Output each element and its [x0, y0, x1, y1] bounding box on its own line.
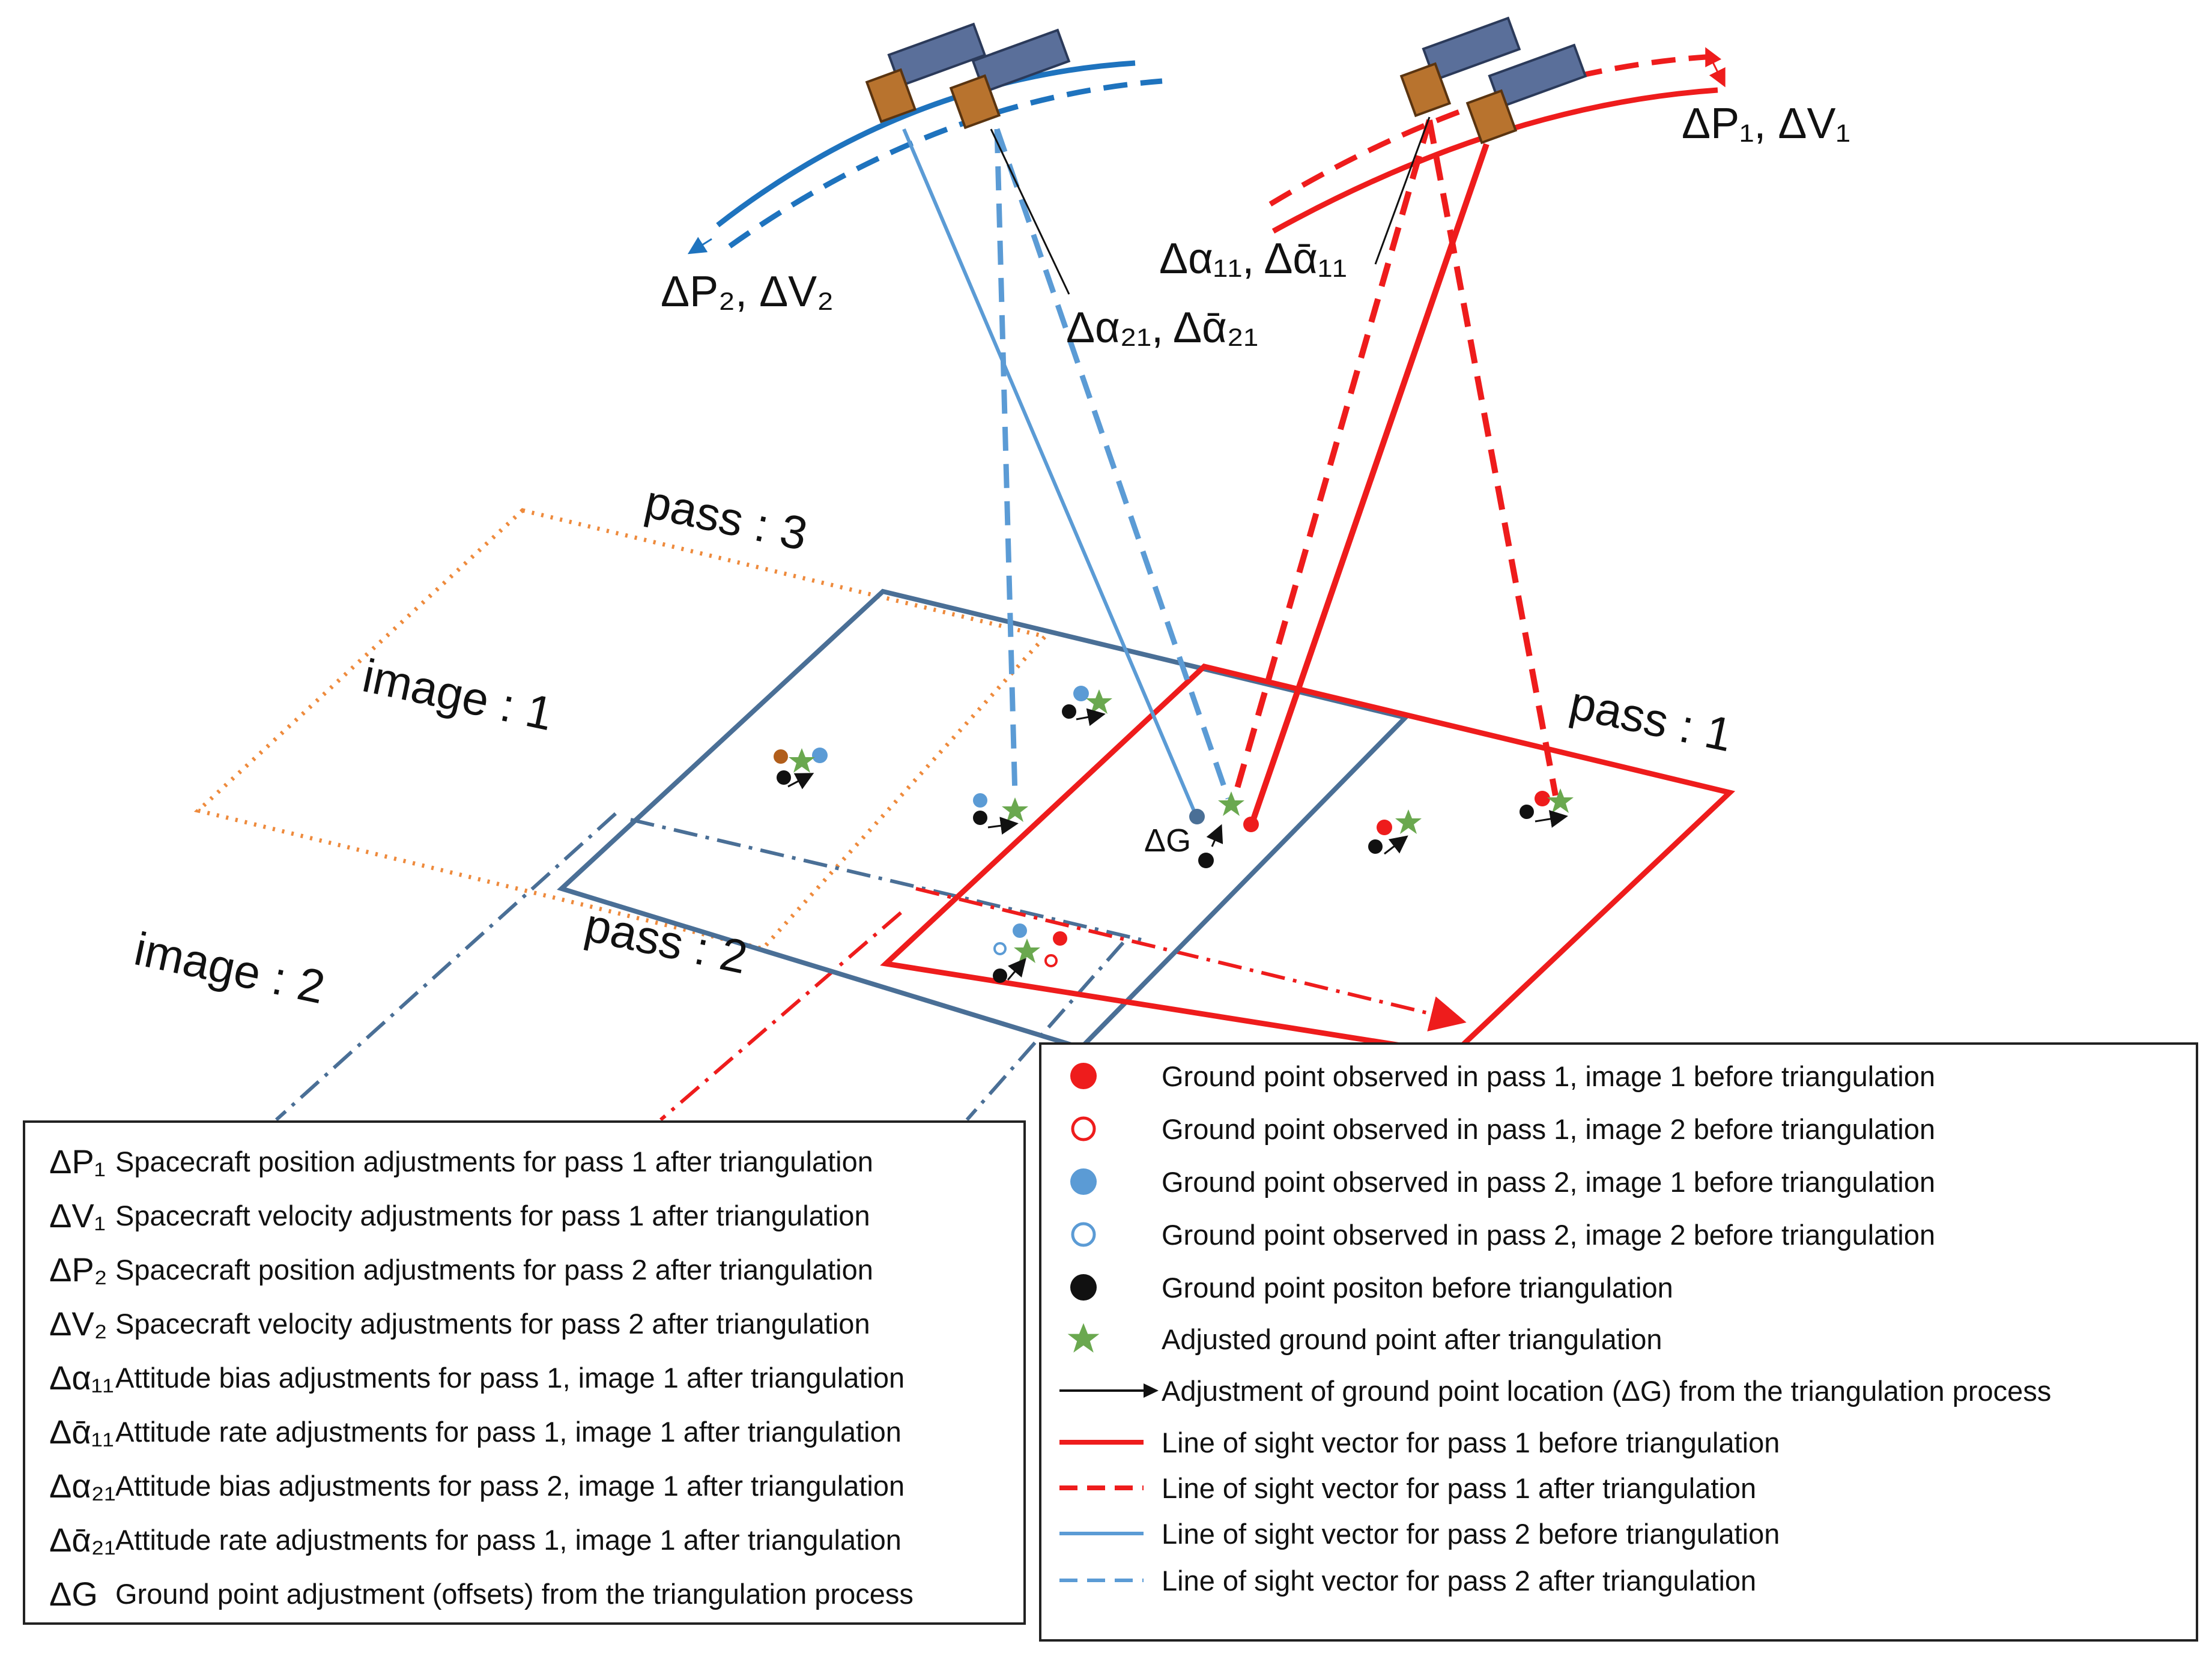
orbit2-before — [716, 60, 1136, 228]
black-dot-icon — [1070, 1274, 1097, 1301]
legend-text: Attitude rate adjustments for pass 1, im… — [115, 1524, 901, 1556]
blue-hollow-dot-icon — [1071, 1222, 1096, 1247]
legend-symbol: Δα₁₁ — [49, 1359, 114, 1397]
black-arrow-icon — [1059, 1383, 1159, 1398]
legend-text: Ground point observed in pass 2, image 2… — [1162, 1218, 1936, 1251]
legend-left-row: ΔP₁ Spacecraft position adjustments for … — [25, 1142, 873, 1181]
legend-symbol: ΔV₁ — [49, 1197, 106, 1234]
legend-text: Attitude bias adjustments for pass 1, im… — [115, 1362, 905, 1394]
legend-text: Line of sight vector for pass 2 after tr… — [1162, 1564, 1757, 1597]
legend-right-row: Ground point observed in pass 2, image 1… — [1041, 1164, 1935, 1200]
legend-right-row: Line of sight vector for pass 2 before t… — [1041, 1515, 1780, 1552]
ground-point-cluster-3 — [973, 793, 1028, 835]
legend-text: Spacecraft velocity adjustments for pass… — [115, 1200, 870, 1231]
blue-filled-dot-icon — [1070, 1168, 1097, 1195]
legend-symbol: Δᾱ₂₁ — [49, 1521, 116, 1559]
blue-dashed-line-icon — [1059, 1579, 1144, 1582]
legend-right-row: Adjustment of ground point location (ΔG)… — [1041, 1373, 2051, 1409]
orbit2-after — [728, 78, 1163, 249]
legend-text: Ground point observed in pass 1, image 1… — [1162, 1060, 1936, 1092]
label-dp2-dv2: ΔP₂, ΔV₂ — [661, 268, 834, 316]
legend-left-row: ΔP₂ Spacecraft position adjustments for … — [25, 1250, 873, 1289]
legend-left-row: Δα₁₁ Attitude bias adjustments for pass … — [25, 1358, 904, 1397]
legend-left-row: Δᾱ₁₁ Attitude rate adjustments for pass … — [25, 1412, 901, 1451]
orbit2-adjust-arrow — [687, 237, 712, 255]
legend-symbol: ΔG — [49, 1575, 98, 1613]
legend-text: Adjusted ground point after triangulatio… — [1162, 1323, 1662, 1355]
legend-text: Adjustment of ground point location (ΔG)… — [1162, 1374, 2052, 1407]
legend-text: Ground point adjustment (offsets) from t… — [115, 1578, 914, 1610]
ground-point-cluster-4 — [1368, 809, 1422, 855]
legend-text: Attitude rate adjustments for pass 1, im… — [115, 1416, 901, 1448]
blue-solid-line-icon — [1059, 1532, 1144, 1535]
label-image2: image : 2 — [130, 922, 329, 1014]
pass3-image1-footprint — [193, 508, 1049, 951]
label-dg: ΔG — [1144, 823, 1191, 859]
legend-symbol: ΔV₂ — [49, 1305, 108, 1343]
legend-symbol: ΔP₂ — [49, 1251, 108, 1289]
legend-left-row: Δα₂₁ Attitude bias adjustments for pass … — [25, 1466, 904, 1505]
attitude-pointer-pass1 — [1374, 116, 1431, 265]
label-da21: Δα₂₁, Δᾱ₂₁ — [1066, 304, 1258, 352]
ground-point-cluster-2 — [1062, 686, 1112, 727]
legend-left-row: Δᾱ₂₁ Attitude rate adjustments for pass … — [25, 1520, 901, 1559]
los-pass2-before — [902, 128, 1197, 815]
green-star-icon — [1067, 1323, 1100, 1353]
legend-text: Ground point observed in pass 2, image 1… — [1162, 1165, 1936, 1198]
label-da11: Δα₁₁, Δᾱ₁₁ — [1159, 235, 1347, 283]
los-pass2-after-1 — [994, 128, 1018, 796]
legend-text: Ground point positon before triangulatio… — [1162, 1271, 1673, 1304]
legend-right-row: Adjusted ground point after triangulatio… — [1041, 1321, 1662, 1357]
satellite-pass2-b-icon — [949, 28, 1071, 130]
red-solid-line-icon — [1059, 1440, 1144, 1445]
los-pass1-after-2 — [1426, 119, 1559, 796]
legend-left-row: ΔV₁ Spacecraft velocity adjustments for … — [25, 1196, 870, 1235]
label-pass1: pass : 1 — [1565, 676, 1736, 762]
legend-left: ΔP₁ Spacecraft position adjustments for … — [23, 1120, 1026, 1625]
orbit1-adjust-arrow — [1705, 47, 1726, 88]
legend-right-row: Ground point positon before triangulatio… — [1041, 1269, 1673, 1305]
red-dashed-line-icon — [1059, 1485, 1144, 1490]
legend-symbol: Δα₂₁ — [49, 1467, 116, 1505]
legend-text: Line of sight vector for pass 1 before t… — [1162, 1426, 1780, 1458]
satellite-pass1-a-icon — [1399, 16, 1521, 118]
legend-right-row: Ground point observed in pass 1, image 2… — [1041, 1111, 1935, 1147]
legend-right-row: Line of sight vector for pass 1 before t… — [1041, 1424, 1780, 1460]
ground-point-cluster-1 — [774, 748, 828, 790]
label-pass2: pass : 2 — [580, 898, 751, 984]
ground-point-cluster-5 — [1520, 788, 1574, 828]
legend-text: Line of sight vector for pass 2 before t… — [1162, 1517, 1780, 1550]
label-dp1-dv1: ΔP₁, ΔV₁ — [1682, 100, 1850, 148]
attitude-pointer-pass2 — [990, 128, 1070, 295]
legend-text: Spacecraft velocity adjustments for pass… — [115, 1308, 870, 1340]
image2-extension-lines — [274, 812, 1467, 1122]
legend-right-row: Line of sight vector for pass 2 after tr… — [1041, 1562, 1756, 1598]
ground-point-cluster-6 — [993, 923, 1067, 983]
legend-symbol: ΔP₁ — [49, 1143, 106, 1180]
los-pass2-after-2 — [994, 128, 1231, 800]
legend-left-row: ΔG Ground point adjustment (offsets) fro… — [25, 1574, 914, 1613]
label-pass3: pass : 3 — [640, 475, 811, 561]
legend-left-row: ΔV₂ Spacecraft velocity adjustments for … — [25, 1304, 870, 1343]
legend-text: Spacecraft position adjustments for pass… — [115, 1146, 873, 1177]
red-hollow-dot-icon — [1071, 1116, 1096, 1141]
legend-text: Attitude bias adjustments for pass 2, im… — [115, 1470, 905, 1502]
red-filled-dot-icon — [1070, 1063, 1097, 1089]
legend-text: Line of sight vector for pass 1 after tr… — [1162, 1472, 1757, 1504]
legend-right-row: Line of sight vector for pass 1 after tr… — [1041, 1470, 1756, 1506]
ground-point-cluster-dg — [1189, 791, 1259, 868]
los-pass1-before — [1249, 143, 1489, 824]
legend-right-row: Ground point observed in pass 2, image 2… — [1041, 1216, 1935, 1253]
legend-text: Spacecraft position adjustments for pass… — [115, 1254, 873, 1286]
legend-right: Ground point observed in pass 1, image 1… — [1039, 1042, 2198, 1642]
los-pass1-after-1 — [1231, 119, 1432, 800]
label-image1: image : 1 — [358, 649, 557, 741]
legend-symbol: Δᾱ₁₁ — [49, 1413, 114, 1451]
legend-text: Ground point observed in pass 1, image 2… — [1162, 1113, 1936, 1145]
satellite-pass2-a-icon — [865, 22, 987, 124]
satellite-pass1-b-icon — [1465, 43, 1587, 145]
legend-right-row: Ground point observed in pass 1, image 1… — [1041, 1058, 1935, 1094]
